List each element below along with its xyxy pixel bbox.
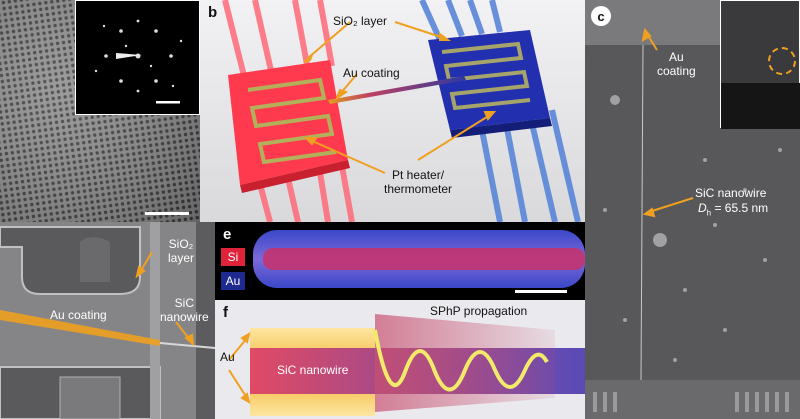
bare-nanowire bbox=[159, 342, 215, 349]
panel-f: f Au SiC nanowire SPhP propagation bbox=[215, 300, 585, 419]
legend-au: Au bbox=[221, 272, 245, 290]
panel-label-c: c bbox=[597, 8, 605, 24]
legend-au-label: Au bbox=[225, 274, 241, 288]
annotation-sio2-layer-d: SiO₂ layer bbox=[168, 237, 194, 265]
annotation-sic-nanowire-c: SiC nanowire bbox=[695, 186, 767, 200]
red-serpentine bbox=[247, 77, 337, 165]
annotation-au-f: Au bbox=[220, 350, 235, 364]
diameter-value: = 65.5 nm bbox=[711, 201, 769, 215]
panel-c: c Au coating SiC nanowire Dh = 65.5 nm bbox=[585, 0, 800, 419]
au-coating-overlay bbox=[0, 310, 160, 346]
annotation-sio2-layer-d-line1: SiO₂ bbox=[168, 237, 194, 251]
annotation-au-coating-c-line2: coating bbox=[657, 64, 696, 78]
annotation-pt-heater-line1: Pt heater/ bbox=[392, 168, 445, 182]
annotation-sphp-propagation: SPhP propagation bbox=[430, 304, 528, 318]
panel-label-e: e bbox=[223, 226, 232, 243]
scale-bar bbox=[145, 212, 189, 215]
annotation-au-coating-c: Au coating bbox=[657, 50, 696, 78]
dashed-circle-marker bbox=[768, 47, 796, 75]
diameter-symbol: D bbox=[698, 201, 707, 215]
annotation-sic-nanowire-d-line1: SiC bbox=[174, 296, 195, 310]
annotation-sio2-layer: SiO₂ layer bbox=[333, 14, 388, 28]
inset-c bbox=[720, 0, 800, 129]
blue-serpentine bbox=[441, 41, 531, 111]
nanowire bbox=[328, 76, 466, 104]
scale-bar bbox=[156, 101, 180, 104]
annotation-au-coating-c-line1: Au bbox=[669, 50, 684, 64]
annotation-pt-heater: Pt heater/ thermometer bbox=[384, 168, 452, 196]
panel-b: b SiO₂ layer Au coating Pt heater/ therm… bbox=[200, 0, 585, 222]
suspended-nanowire bbox=[640, 44, 644, 381]
panel-label-b: b bbox=[208, 4, 218, 21]
annotation-au-coating: Au coating bbox=[343, 66, 400, 80]
si-core-map bbox=[263, 248, 585, 270]
legend-si-label: Si bbox=[227, 250, 239, 264]
sphp-wave bbox=[373, 329, 549, 392]
sphp-schematic bbox=[215, 300, 585, 419]
annotation-sio2-layer-d-line2: layer bbox=[168, 251, 195, 265]
panel-d: SiO₂ layer Au coating SiC nanowire bbox=[0, 222, 215, 419]
annotation-sic-nanowire-f: SiC nanowire bbox=[277, 363, 349, 377]
annotation-diameter: Dh = 65.5 nm bbox=[698, 201, 768, 220]
panel-a bbox=[0, 0, 200, 222]
panel-e: e Si Au bbox=[215, 222, 585, 300]
edx-map bbox=[253, 230, 585, 293]
annotation-pt-heater-line2: thermometer bbox=[384, 182, 453, 196]
diffraction-inset bbox=[75, 0, 200, 115]
panel-label-c-badge: c bbox=[591, 6, 611, 26]
panel-label-f: f bbox=[223, 304, 228, 321]
sem-image-d bbox=[0, 222, 215, 419]
legend-si: Si bbox=[221, 248, 245, 266]
annotation-au-coating-d: Au coating bbox=[50, 308, 107, 322]
scale-bar bbox=[515, 290, 567, 293]
annotation-sic-nanowire-d-line2: nanowire bbox=[160, 310, 209, 324]
annotation-sic-nanowire-d: SiC nanowire bbox=[160, 296, 209, 324]
diameter-subscript: h bbox=[706, 208, 712, 218]
device-schematic bbox=[200, 0, 585, 222]
diffraction-pattern bbox=[94, 19, 183, 104]
